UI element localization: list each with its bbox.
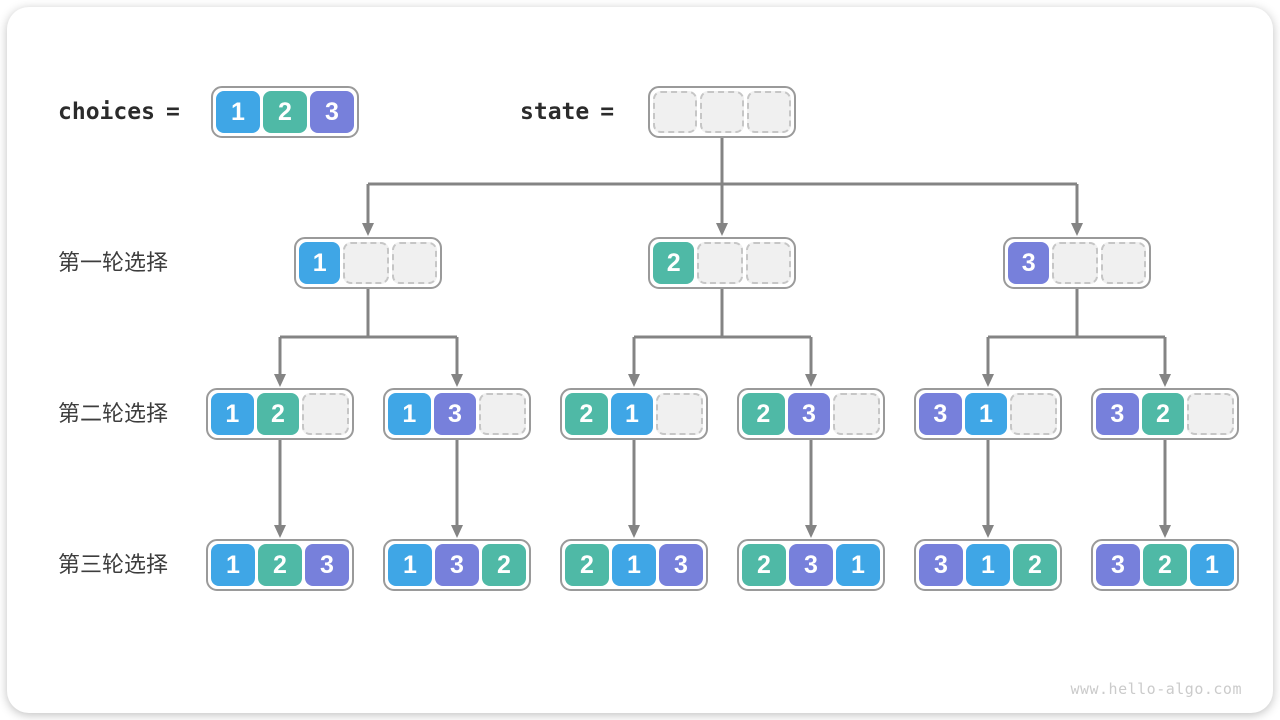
value-cell: 1: [1190, 544, 1234, 586]
empty-cell: [1100, 242, 1146, 284]
value-cell: 3: [919, 544, 963, 586]
value-cell: 3: [433, 393, 477, 435]
value-cell: 2: [1013, 544, 1057, 586]
empty-cell: [302, 393, 350, 435]
value-cell: 2: [565, 393, 608, 435]
empty-cell: [479, 393, 527, 435]
choices-equals-sign: =: [165, 99, 180, 125]
state-array-box: [648, 86, 796, 138]
value-cell: 3: [919, 393, 962, 435]
tree-node-2__: 2: [648, 237, 796, 289]
choices-label: choices =: [58, 97, 180, 127]
value-cell: 3: [310, 91, 354, 133]
value-cell: 3: [305, 544, 349, 586]
choices-label-text: choices: [58, 99, 155, 125]
value-cell: 2: [742, 544, 786, 586]
state-label-text: state: [520, 99, 590, 125]
value-cell: 1: [211, 393, 254, 435]
empty-cell: [833, 393, 881, 435]
value-cell: 2: [653, 242, 695, 284]
value-cell: 3: [435, 544, 479, 586]
empty-cell: [747, 91, 791, 133]
value-cell: 1: [388, 393, 431, 435]
value-cell: 1: [216, 91, 260, 133]
tree-node-1__: 1: [294, 237, 442, 289]
value-cell: 3: [1096, 393, 1139, 435]
value-cell: 2: [482, 544, 526, 586]
value-cell: 2: [258, 544, 302, 586]
state-equals-sign: =: [600, 99, 615, 125]
watermark: www.hello-algo.com: [1070, 680, 1242, 698]
value-cell: 1: [610, 393, 654, 435]
round-1-label: 第一轮选择: [58, 250, 169, 275]
state-label: state =: [520, 97, 614, 127]
value-cell: 1: [836, 544, 880, 586]
round-3-label: 第三轮选择: [58, 552, 169, 577]
value-cell: 2: [1141, 393, 1185, 435]
value-cell: 1: [388, 544, 432, 586]
empty-cell: [1052, 242, 1098, 284]
empty-cell: [656, 393, 704, 435]
state-array: [648, 86, 796, 138]
value-cell: 1: [964, 393, 1008, 435]
value-cell: 3: [659, 544, 703, 586]
round-2-label: 第二轮选择: [58, 401, 169, 426]
value-cell: 3: [787, 393, 831, 435]
value-cell: 2: [742, 393, 785, 435]
empty-cell: [1010, 393, 1058, 435]
empty-cell: [343, 242, 389, 284]
value-cell: 3: [1096, 544, 1140, 586]
value-cell: 2: [565, 544, 609, 586]
value-cell: 2: [1143, 544, 1187, 586]
empty-cell: [697, 242, 743, 284]
empty-cell: [700, 91, 744, 133]
empty-cell: [745, 242, 791, 284]
empty-cell: [653, 91, 697, 133]
value-cell: 2: [256, 393, 300, 435]
value-cell: 1: [612, 544, 656, 586]
value-cell: 1: [966, 544, 1010, 586]
value-cell: 2: [263, 91, 307, 133]
empty-cell: [1187, 393, 1235, 435]
tree-node-3__: 3: [1003, 237, 1151, 289]
value-cell: 1: [299, 242, 341, 284]
empty-cell: [391, 242, 437, 284]
value-cell: 1: [211, 544, 255, 586]
value-cell: 3: [789, 544, 833, 586]
value-cell: 3: [1008, 242, 1050, 284]
